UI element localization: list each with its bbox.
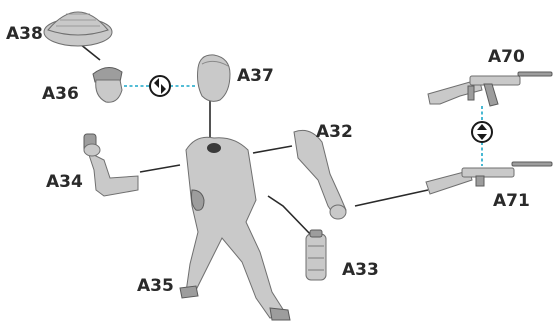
swap-arrows-icon xyxy=(471,121,493,143)
part-a34-arm xyxy=(83,133,139,197)
label-a34: A34 xyxy=(46,172,83,192)
label-a71: A71 xyxy=(493,191,530,211)
label-a37: A37 xyxy=(237,66,274,86)
leader-a33 xyxy=(267,195,313,237)
leader-a34 xyxy=(139,164,181,173)
part-a36-head xyxy=(92,67,123,103)
label-a38: A38 xyxy=(6,24,43,44)
part-a35-body xyxy=(179,136,291,321)
swap-arrows-icon xyxy=(149,75,171,97)
label-a32: A32 xyxy=(316,122,353,142)
part-a32-arm xyxy=(293,129,347,220)
part-a33-pouch xyxy=(305,229,327,281)
label-a36: A36 xyxy=(42,84,79,104)
label-a70: A70 xyxy=(488,47,525,67)
leader-a71-hand xyxy=(354,189,429,207)
part-a71-rifle xyxy=(425,161,553,195)
label-a35: A35 xyxy=(137,276,174,296)
part-a38-hat xyxy=(43,11,113,47)
label-a33: A33 xyxy=(342,260,379,280)
part-a70-rifle xyxy=(427,71,553,107)
leader-a32 xyxy=(252,145,293,154)
part-a37-head xyxy=(197,54,231,102)
